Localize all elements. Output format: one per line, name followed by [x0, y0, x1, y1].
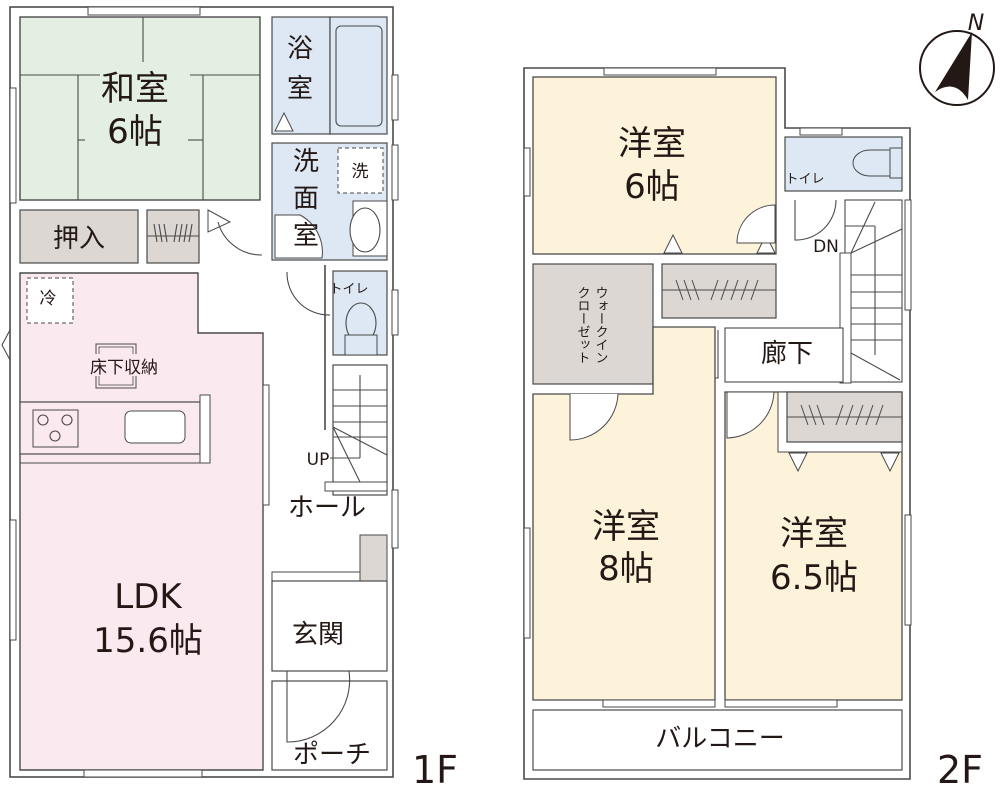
- floor-1: 和室 6帖 押入 浴 室 洗 洗 面 室: [1, 6, 458, 789]
- floor-2: 洋室 6帖 トイレ DN ウォークイン クローゼット: [523, 67, 983, 789]
- room-washitsu: [19, 16, 261, 201]
- stairs-1f-direction: UP: [307, 450, 330, 470]
- balcony-name: バルコニー: [655, 724, 784, 754]
- balcony: [532, 709, 903, 771]
- youshitsu-6-5-size: 6.5帖: [770, 558, 858, 598]
- underfloor-label: 床下収納: [90, 358, 158, 378]
- walkin-closet-name-2: クローゼット: [575, 286, 591, 364]
- floor-2-label: 2F: [937, 748, 983, 789]
- bathtub-icon: [335, 25, 383, 127]
- bath-name-1: 浴: [287, 34, 313, 64]
- room-oshiire: [19, 209, 139, 264]
- sink-icon: [349, 207, 381, 253]
- compass-icon: N: [919, 11, 995, 106]
- washitsu-name: 和室: [101, 69, 169, 109]
- youshitsu-8-name: 洋室: [592, 507, 660, 547]
- compass-north-label: N: [968, 11, 984, 36]
- youshitsu-6-size: 6帖: [624, 167, 680, 207]
- ldk-size: 15.6帖: [93, 621, 203, 661]
- stairs-2f-direction: DN: [813, 237, 839, 257]
- toilet-1f-name: トイレ: [329, 282, 368, 297]
- room-bath: [271, 16, 331, 135]
- toilet-2f-name: トイレ: [785, 172, 824, 187]
- room-youshitsu-6: [532, 76, 777, 255]
- ldk-name: LDK: [114, 577, 183, 617]
- washroom-name-3: 室: [293, 221, 319, 251]
- washroom-name-1: 洗: [293, 147, 319, 177]
- entrance-name: 玄関: [292, 620, 344, 650]
- kitchen-sink-icon: [124, 410, 186, 444]
- fridge-space: [26, 277, 74, 324]
- corridor-name: 廊下: [761, 339, 813, 369]
- oshiire-name: 押入: [53, 224, 105, 254]
- hall-name: ホール: [288, 493, 366, 523]
- stairs-2f: DN: [813, 199, 903, 384]
- fridge-label: 冷: [40, 289, 57, 309]
- stairs-1f: UP: [307, 364, 388, 496]
- washer-space: [337, 147, 384, 194]
- closet-youshitsu-6: [661, 263, 777, 319]
- walkin-closet: [532, 263, 654, 385]
- washroom-name-2: 面: [293, 184, 319, 214]
- porch-name: ポーチ: [293, 740, 371, 770]
- floor-1-label: 1F: [412, 748, 458, 789]
- youshitsu-6-5-name: 洋室: [780, 514, 848, 554]
- walkin-closet-name-1: ウォークイン: [593, 286, 608, 364]
- corridor: [724, 327, 844, 383]
- room-entrance: [271, 580, 388, 672]
- bath-name-2: 室: [287, 74, 313, 104]
- youshitsu-6-name: 洋室: [618, 124, 686, 164]
- youshitsu-8-size: 8帖: [598, 549, 654, 589]
- washitsu-size: 6帖: [107, 112, 163, 152]
- washer-label: 洗: [352, 162, 369, 182]
- room-ldk: [19, 272, 264, 771]
- toilet-2f-icon: [852, 149, 890, 177]
